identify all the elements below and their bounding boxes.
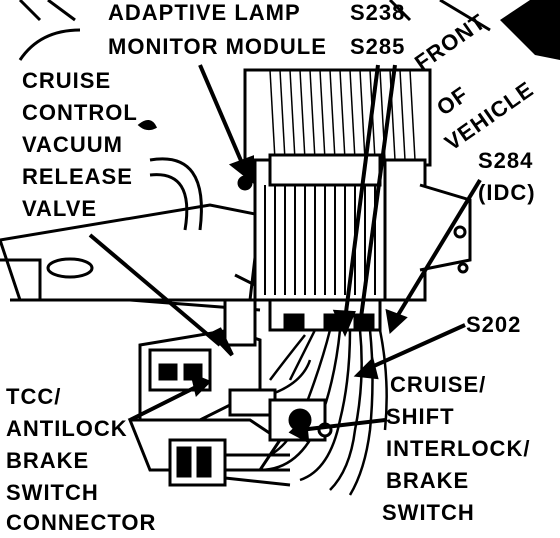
tcc-label-line2: ANTILOCK [6, 416, 128, 441]
cruise-vacuum-label-line5: VALVE [22, 196, 98, 221]
splice-s238-label: S238 [350, 0, 406, 25]
heat-sink-fins [264, 185, 376, 295]
splice-s284-label-line1: S284 [478, 148, 534, 173]
cruise-vacuum-label-line3: VACUUM [22, 132, 123, 157]
adaptive-lamp-label-line2: MONITOR MODULE [108, 34, 327, 59]
splice-s285-label: S285 [350, 34, 406, 59]
tcc-label-line4: SWITCH [6, 480, 99, 505]
tcc-connector [168, 438, 291, 487]
adaptive-lamp-label-line1: ADAPTIVE LAMP [108, 0, 301, 25]
tcc-label-line5: CONNECTOR [6, 510, 157, 535]
ribbon-cable [269, 69, 416, 161]
cruise-shift-label-line2: SHIFT [386, 404, 455, 429]
splice-s284-label-line2: (IDC) [478, 180, 536, 205]
wiring-harness [249, 329, 388, 496]
upper-linework [18, 0, 491, 131]
cruise-shift-label-line4: BRAKE [386, 468, 470, 493]
cruise-vacuum-label-line2: CONTROL [22, 100, 138, 125]
tcc-label-line1: TCC/ [6, 384, 62, 409]
cruise-shift-label-line5: SWITCH [382, 500, 475, 525]
cruise-shift-label-line3: INTERLOCK/ [386, 436, 531, 461]
cruise-shift-label-line1: CRUISE/ [390, 372, 487, 397]
tcc-label-line3: BRAKE [6, 448, 90, 473]
front-arrow-icon [500, 0, 560, 60]
leader-arrows [88, 64, 482, 444]
monitor-module [237, 68, 472, 332]
cruise-vacuum-label-line4: RELEASE [22, 164, 133, 189]
splice-s202-label: S202 [466, 312, 522, 337]
cruise-vacuum-label-line1: CRUISE [22, 68, 112, 93]
